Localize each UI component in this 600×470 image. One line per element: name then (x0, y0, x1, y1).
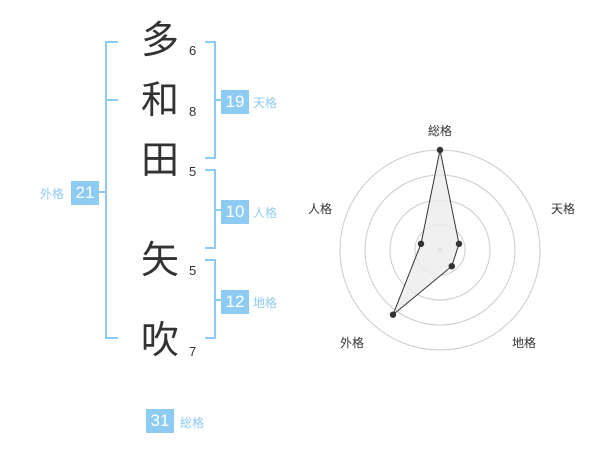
brackets-layer (99, 41, 221, 339)
tenkaku-bracket (205, 41, 221, 159)
jinkaku-bracket (205, 169, 221, 249)
soukaku-value-badge: 31 (146, 409, 174, 433)
radar-polygon (392, 149, 460, 316)
radar-axis-label-soukaku: 総格 (428, 124, 453, 138)
radar-point-chikaku (448, 263, 455, 270)
stroke-count-4: 5 (189, 263, 197, 278)
gaikaku-value-badge: 21 (71, 181, 99, 205)
jinkaku-value-badge: 10 (221, 200, 249, 224)
tenkaku-value-badge: 19 (221, 90, 249, 114)
chikaku-value-badge: 12 (221, 290, 249, 314)
chikaku-bracket (205, 259, 221, 339)
radar-axis-label-tenkaku: 天格 (551, 202, 576, 216)
name-char-1: 多 (140, 18, 179, 62)
name-char-2: 和 (140, 78, 179, 122)
name-char-5: 吹 (140, 318, 179, 362)
gaikaku-bracket (99, 41, 118, 339)
stroke-count-3: 5 (189, 164, 197, 179)
name-char-3: 田 (140, 138, 179, 182)
jinkaku-label: 人格 (253, 206, 278, 220)
stroke-count-1: 6 (189, 43, 197, 58)
stroke-count-5: 7 (189, 344, 197, 359)
name-char-4: 矢 (140, 238, 179, 282)
radar-point-jinkaku (417, 240, 425, 247)
radar-chart (339, 146, 541, 351)
radar-point-soukaku (436, 146, 444, 154)
radar-point-gaikaku (389, 311, 397, 318)
radar-axis-label-chikaku: 地格 (512, 336, 537, 350)
gaikaku-label: 外格 (40, 187, 65, 201)
stroke-count-2: 8 (189, 104, 197, 119)
soukaku-label: 総格 (180, 416, 205, 430)
radar-point-tenkaku (455, 240, 463, 247)
chikaku-label: 地格 (253, 296, 278, 310)
tenkaku-label: 天格 (253, 96, 278, 110)
radar-axis-label-jinkaku: 人格 (308, 202, 333, 216)
radar-axis-label-gaikaku: 外格 (340, 336, 365, 350)
